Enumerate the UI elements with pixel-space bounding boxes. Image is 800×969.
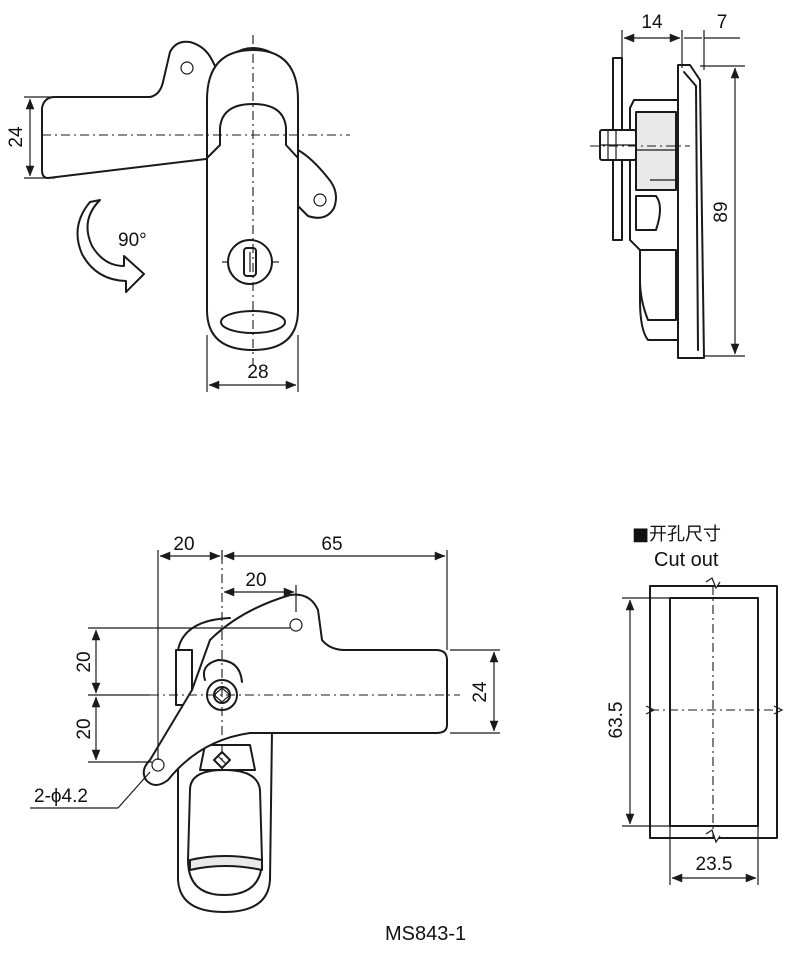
dim-rear-span: 65 bbox=[321, 534, 342, 555]
rear-view: 20 65 20 20 20 24 2-ϕ4.2 MS843-1 bbox=[30, 534, 500, 945]
dim-side-depth-a: 14 bbox=[641, 12, 663, 33]
dim-rear-offset-left: 20 bbox=[173, 534, 194, 555]
side-plate bbox=[677, 64, 705, 359]
rear-upper-hole bbox=[289, 618, 303, 632]
front-lower-ear bbox=[297, 149, 337, 219]
front-upper-hole bbox=[180, 61, 194, 75]
dim-front-handle-height: 24 bbox=[6, 126, 27, 148]
hole-label: 2-ϕ4.2 bbox=[34, 786, 88, 807]
cutout-title-cn: ■开孔尺寸 bbox=[632, 524, 721, 545]
cutout-opening bbox=[669, 597, 759, 827]
rear-cross-screw-icon bbox=[213, 751, 231, 769]
front-inner-arch bbox=[206, 103, 299, 159]
rotation-arrow-icon bbox=[76, 199, 145, 293]
model-label: MS843-1 bbox=[385, 923, 466, 945]
dim-cutout-height: 63.5 bbox=[606, 702, 627, 739]
cutout-title-en: Cut out bbox=[654, 549, 719, 571]
dim-front-body-width: 28 bbox=[247, 362, 268, 383]
cutout-view: ■开孔尺寸 Cut out 63.5 23.5 bbox=[606, 524, 784, 885]
dim-cutout-width: 23.5 bbox=[696, 854, 733, 875]
dim-side-height: 89 bbox=[711, 201, 732, 222]
dim-side-depth-b: 7 bbox=[717, 12, 728, 33]
dim-rear-upper: 20 bbox=[74, 651, 95, 672]
front-view: 24 28 90° bbox=[6, 35, 350, 392]
rotation-label: 90° bbox=[118, 230, 147, 251]
front-keyhole bbox=[243, 247, 257, 277]
dim-rear-offset-inner: 20 bbox=[245, 570, 266, 591]
dim-rear-handle-height: 24 bbox=[470, 681, 491, 703]
front-lower-hole bbox=[313, 193, 327, 207]
dim-rear-lower: 20 bbox=[74, 718, 95, 739]
side-view: 14 7 89 bbox=[590, 12, 745, 359]
